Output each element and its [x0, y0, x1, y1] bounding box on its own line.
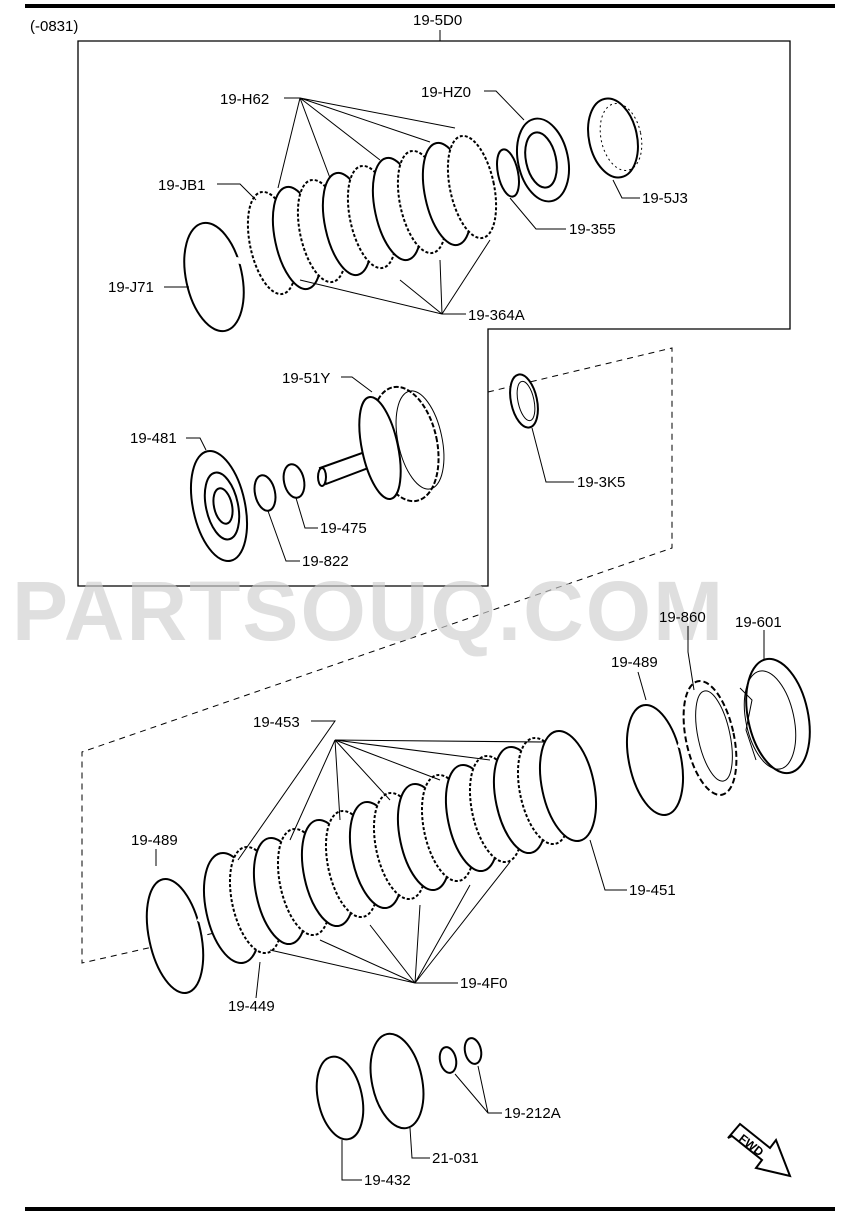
hub-601[interactable] — [736, 653, 819, 779]
snap-ring-489-left[interactable] — [138, 874, 213, 998]
snap-ring-489-top[interactable] — [618, 700, 692, 820]
callout-19-860[interactable]: 19-860 — [659, 609, 706, 626]
piston-hz0[interactable] — [510, 114, 576, 207]
callout-19-51Y[interactable]: 19-51Y — [282, 370, 330, 387]
callout-19-4F0[interactable]: 19-4F0 — [460, 975, 508, 992]
callout-19-212A[interactable]: 19-212A — [504, 1105, 561, 1122]
snap-ring-j71[interactable] — [175, 217, 253, 336]
callout-19-HZ0[interactable]: 19-HZ0 — [421, 84, 471, 101]
o-ring-822[interactable] — [251, 473, 278, 512]
plate-21-031[interactable] — [363, 1029, 432, 1133]
callout-19-355[interactable]: 19-355 — [569, 221, 616, 238]
range-code: (-0831) — [30, 18, 78, 35]
callout-19-5D0[interactable]: 19-5D0 — [413, 12, 462, 29]
snap-ring-3k5[interactable] — [506, 372, 543, 430]
fwd-arrow-icon: FWD — [727, 1122, 792, 1178]
callout-19-364A[interactable]: 19-364A — [468, 307, 525, 324]
callout-19-JB1[interactable]: 19-JB1 — [158, 177, 206, 194]
leader-lines — [155, 90, 765, 1181]
spring-retainer-860[interactable] — [674, 676, 745, 799]
watermark: PARTSOUQ.COM — [12, 564, 725, 658]
callout-19-432[interactable]: 19-432 — [364, 1172, 411, 1189]
drum-hub-51y[interactable] — [317, 381, 452, 508]
return-spring-5j3[interactable] — [581, 94, 647, 182]
callout-19-3K5[interactable]: 19-3K5 — [577, 474, 625, 491]
callout-19-489-top[interactable]: 19-489 — [611, 654, 658, 671]
piston-481[interactable] — [182, 446, 256, 566]
callout-19-J71[interactable]: 19-J71 — [108, 279, 154, 296]
seal-ring-355[interactable] — [493, 147, 523, 198]
callout-19-601[interactable]: 19-601 — [735, 614, 782, 631]
callout-19-5J3[interactable]: 19-5J3 — [642, 190, 688, 207]
clutch-pack-top[interactable] — [240, 132, 505, 299]
callout-19-H62[interactable]: 19-H62 — [220, 91, 269, 108]
callout-21-031[interactable]: 21-031 — [432, 1150, 479, 1167]
callout-19-822[interactable]: 19-822 — [302, 553, 349, 570]
callout-19-489-left[interactable]: 19-489 — [131, 832, 178, 849]
callout-19-451[interactable]: 19-451 — [629, 882, 676, 899]
assembly-outline — [77, 40, 791, 587]
plate-432[interactable] — [310, 1052, 371, 1143]
callout-19-475[interactable]: 19-475 — [320, 520, 367, 537]
callout-19-449[interactable]: 19-449 — [228, 998, 275, 1015]
clutch-pack-bottom[interactable] — [195, 726, 605, 968]
callout-19-453[interactable]: 19-453 — [253, 714, 300, 731]
callout-19-481[interactable]: 19-481 — [130, 430, 177, 447]
snap-rings-212a[interactable] — [437, 1037, 483, 1075]
dashed-envelope — [81, 347, 673, 964]
o-ring-475[interactable] — [281, 462, 308, 499]
